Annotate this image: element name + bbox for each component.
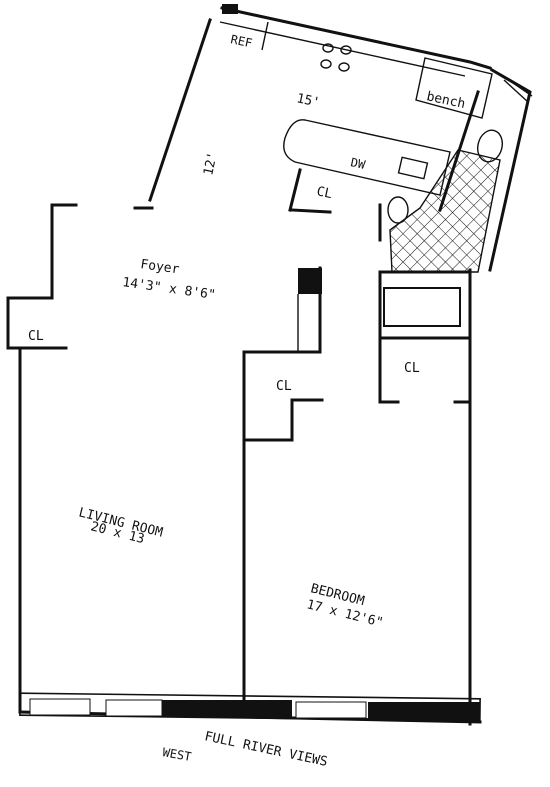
kitchen-depth-label: 12'	[201, 151, 221, 177]
main-walls	[6, 203, 482, 726]
ref-label: REF	[229, 32, 253, 50]
foyer-closet-top	[242, 266, 322, 354]
stove-icon	[320, 43, 352, 72]
bench-box	[415, 57, 493, 119]
window	[295, 701, 367, 719]
labels: REF bench 15' 12' DW CL Foyer 14'3" x 8'…	[28, 32, 467, 770]
kitchen-closet-front	[290, 208, 332, 214]
kitchen-width-label: 15'	[295, 91, 321, 111]
ref-divider	[261, 21, 269, 51]
kitchen-island	[283, 119, 451, 196]
direction-label: WEST	[161, 745, 192, 764]
foyer-closet-label: CL	[28, 329, 44, 344]
bath-closet-label: CL	[404, 361, 420, 376]
tub-icon	[383, 287, 461, 327]
hall-closet-wall	[242, 398, 324, 442]
wall-segment	[162, 700, 292, 717]
bath-closet-left	[378, 270, 400, 404]
column	[222, 4, 238, 14]
sink-icon	[397, 156, 429, 180]
kitchen-closet-label: CL	[315, 184, 334, 202]
sink-bath-icon	[387, 196, 409, 224]
wall-segment	[368, 702, 480, 720]
window	[105, 699, 163, 717]
bath-window-inner	[503, 79, 529, 103]
bath-window	[499, 73, 533, 97]
kitchen-left-wall	[148, 18, 212, 202]
kitchen-wing	[148, 4, 533, 273]
column	[298, 268, 322, 294]
toilet-icon	[476, 129, 504, 163]
kitchen-closet-wall	[288, 168, 302, 212]
dw-label: DW	[349, 155, 367, 172]
foyer-name: Foyer	[139, 257, 180, 277]
kitchen-top-wall	[220, 6, 492, 70]
river-views-label: FULL RIVER VIEWS	[203, 729, 329, 770]
window	[29, 698, 91, 716]
foyer-size: 14'3" x 8'6"	[121, 275, 216, 303]
counter-edge	[219, 21, 466, 77]
hall-closet-label: CL	[276, 379, 292, 394]
bath-tile-floor	[389, 149, 501, 273]
foyer-closet-left	[6, 203, 68, 350]
